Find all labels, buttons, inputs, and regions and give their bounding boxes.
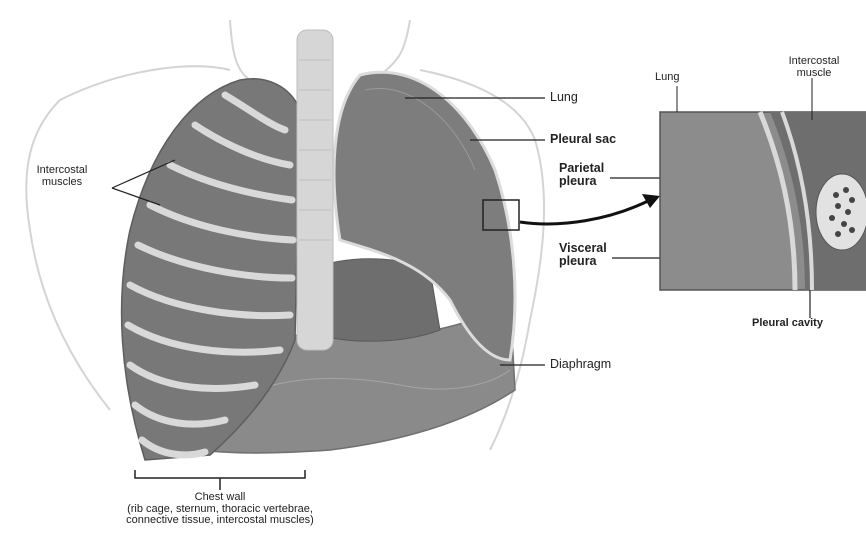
inset-panel	[660, 78, 866, 318]
parietal-pleura-label: Parietal pleura	[559, 162, 604, 188]
pleural-sac-label: Pleural sac	[550, 133, 616, 146]
visceral-pleura-label: Visceral pleura	[559, 242, 607, 268]
chest-wall-title: Chest wall	[60, 492, 380, 504]
intercostal-muscles-label: Intercostal muscles	[14, 165, 110, 188]
chest-wall-desc: connective tissue, intercostal muscles)	[60, 515, 380, 527]
lung-label: Lung	[550, 91, 578, 104]
label-line: pleura	[559, 175, 604, 188]
label-line: Intercostal	[772, 56, 856, 68]
trachea	[297, 30, 333, 350]
inset-lung-label: Lung	[655, 72, 679, 84]
chest-wall-bracket	[135, 470, 305, 478]
magnify-arrow	[520, 200, 650, 224]
diaphragm-label: Diaphragm	[550, 358, 611, 371]
label-line: muscles	[14, 177, 110, 189]
pleural-cavity-label: Pleural cavity	[752, 318, 823, 330]
label-line: muscle	[772, 68, 856, 80]
inset-intercostal-label: Intercostal muscle	[772, 56, 856, 79]
chest-wall-label: Chest wall (rib cage, sternum, thoracic …	[60, 492, 380, 527]
label-line: pleura	[559, 255, 607, 268]
label-line: Intercostal	[14, 165, 110, 177]
